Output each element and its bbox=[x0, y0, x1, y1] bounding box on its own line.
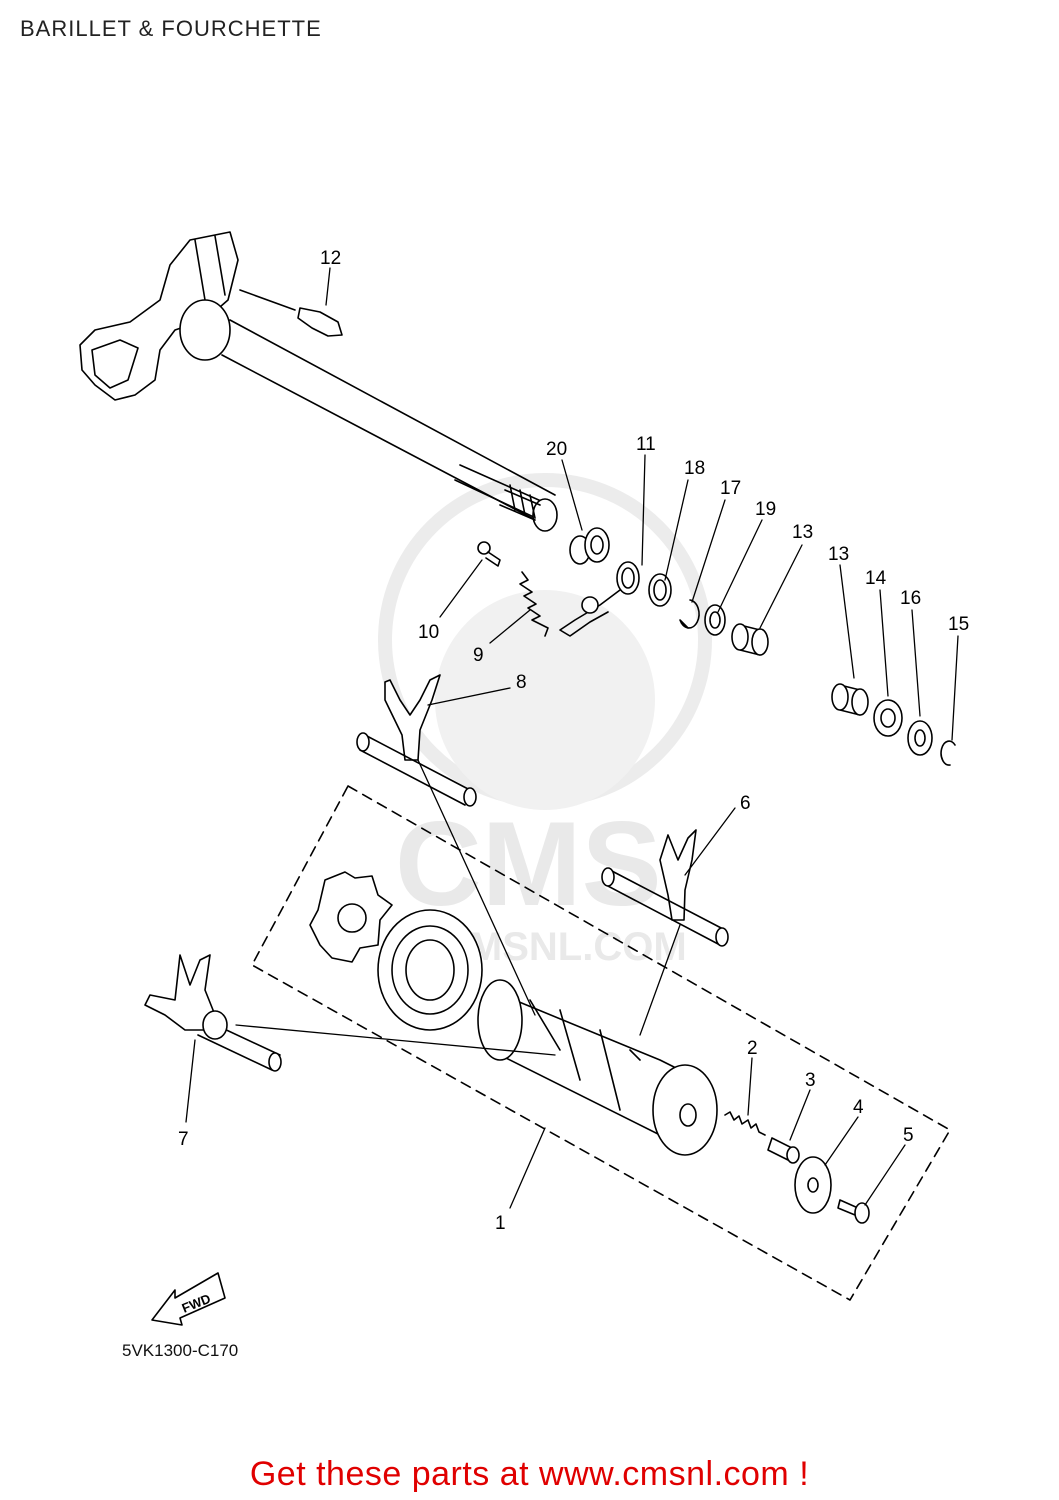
part-14-bearing bbox=[873, 699, 903, 737]
part-3-pin bbox=[767, 1137, 800, 1164]
callout-19: 19 bbox=[755, 499, 776, 520]
part-8-fork bbox=[356, 674, 477, 807]
callout-14: 14 bbox=[865, 568, 887, 589]
callout-20: 20 bbox=[546, 439, 567, 460]
callout-3: 3 bbox=[805, 1070, 816, 1091]
callout-8: 8 bbox=[516, 672, 527, 693]
part-18-washer bbox=[648, 573, 672, 607]
segment-star bbox=[309, 871, 393, 963]
callout-numbers: 12 20 11 18 17 19 13 13 14 16 15 10 9 8 … bbox=[178, 248, 969, 1234]
part-10-pin bbox=[477, 541, 501, 567]
callout-12: 12 bbox=[320, 248, 341, 269]
callout-7: 7 bbox=[178, 1129, 189, 1150]
callout-5: 5 bbox=[903, 1125, 914, 1146]
callout-17: 17 bbox=[720, 478, 741, 499]
part-5-screw bbox=[837, 1199, 870, 1224]
callout-15: 15 bbox=[948, 614, 969, 635]
part-7-fork bbox=[144, 954, 282, 1072]
callout-18: 18 bbox=[684, 458, 705, 479]
part-13-bearing-lower bbox=[831, 683, 869, 716]
callout-1: 1 bbox=[495, 1213, 506, 1234]
part-15-circlip bbox=[940, 740, 956, 766]
callout-11: 11 bbox=[636, 434, 656, 455]
fwd-arrow-icon bbox=[151, 1272, 226, 1326]
part-9-spring bbox=[519, 571, 549, 637]
diagram-code: 5VK1300-C170 bbox=[122, 1341, 239, 1360]
part-20-collar bbox=[569, 527, 610, 565]
part-17-clip bbox=[679, 599, 700, 629]
callout-16: 16 bbox=[900, 588, 921, 609]
callout-6: 6 bbox=[740, 793, 751, 814]
watermark: CMS CMSNL.COM bbox=[378, 473, 712, 969]
part-16-washer bbox=[907, 720, 933, 756]
shift-shaft bbox=[79, 231, 558, 532]
callout-13a: 13 bbox=[792, 522, 813, 543]
drum-bearing bbox=[377, 909, 483, 1031]
callout-10: 10 bbox=[418, 622, 439, 643]
part-4-plate bbox=[794, 1156, 832, 1214]
leader-lines bbox=[185, 267, 959, 1209]
watermark-brand: CMS bbox=[395, 797, 662, 931]
part-11-arm bbox=[559, 561, 640, 637]
part-2-spring bbox=[724, 1111, 766, 1136]
part-13-bearing-upper bbox=[731, 623, 769, 656]
part-1-shift-drum bbox=[477, 979, 718, 1156]
callout-9: 9 bbox=[473, 645, 484, 666]
footer-link[interactable]: Get these parts at www.cmsnl.com ! bbox=[249, 1455, 810, 1493]
drum-assembly-box bbox=[251, 785, 951, 1301]
callout-4: 4 bbox=[853, 1097, 864, 1118]
part-12-bolt bbox=[239, 289, 343, 337]
part-19-washer bbox=[704, 604, 726, 636]
callout-13b: 13 bbox=[828, 544, 849, 565]
diagram-title: BARILLET & FOURCHETTE bbox=[20, 16, 322, 41]
part-6-fork bbox=[601, 829, 729, 947]
callout-2: 2 bbox=[747, 1038, 758, 1059]
